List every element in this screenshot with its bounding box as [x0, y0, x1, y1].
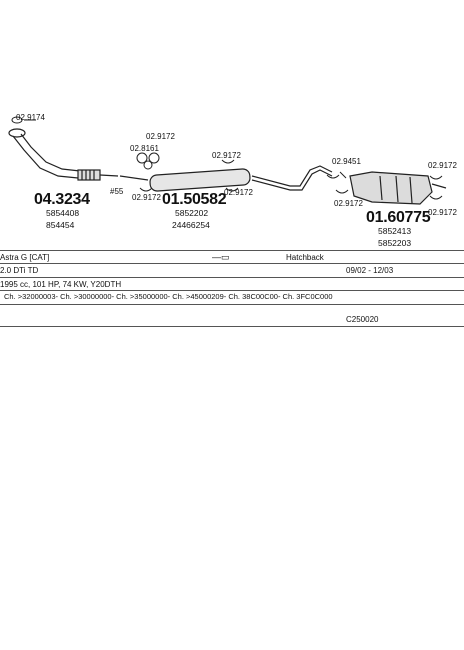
- vehicle-spec: 1995 cc, 101 HP, 74 KW, Y20DTH: [0, 280, 122, 289]
- ref-clamp-mid-a: 02.9172: [146, 132, 175, 141]
- ref-clamp-mid-b: 02.8161: [130, 144, 159, 153]
- middle-silencer-drawing: [119, 165, 333, 192]
- oem-number-front-pipe-1: 5854408: [46, 208, 80, 218]
- ref-hanger-a: 02.9172: [212, 151, 241, 160]
- vehicle-dates: 09/02 - 12/03: [346, 266, 394, 275]
- vehicle-body: Hatchback: [286, 253, 324, 262]
- clamps-drawing: [136, 152, 443, 200]
- car-icon: ―▭: [212, 252, 230, 262]
- part-number-middle-silencer: 01.50582: [162, 191, 227, 208]
- ref-clamp-mid-c: 02.9172: [132, 193, 161, 202]
- catalog-code: C250020: [346, 315, 379, 324]
- ref-gasket-top: 02.9174: [16, 113, 45, 122]
- divider: [0, 277, 464, 278]
- rear-silencer-drawing: [349, 171, 447, 205]
- gasket-drawing: [11, 116, 36, 124]
- oem-number-middle-silencer-1: 5852202: [175, 208, 209, 218]
- oem-number-middle-silencer-2: 24466254: [172, 220, 210, 230]
- ref-hanger-d: 02.9172: [428, 161, 457, 170]
- exhaust-system-drawing: [8, 116, 447, 205]
- ref-pipe-size: #55: [110, 187, 124, 196]
- divider: [0, 304, 464, 305]
- exhaust-diagram: 04.3234 5854408 854454 01.50582 5852202 …: [0, 0, 464, 250]
- oem-number-front-pipe-2: 854454: [46, 220, 75, 230]
- vehicle-engine: 2.0 DTi TD: [0, 266, 39, 275]
- vehicle-model: Astra G [CAT]: [0, 253, 50, 262]
- vehicle-info-table: Astra G [CAT] ―▭ Hatchback 2.0 DTi TD 09…: [0, 250, 464, 650]
- part-number-rear-silencer: 01.60775: [366, 209, 431, 226]
- divider: [0, 290, 464, 291]
- part-number-front-pipe: 04.3234: [34, 191, 90, 208]
- front-pipe-drawing: [8, 128, 119, 181]
- divider: [0, 263, 464, 264]
- ref-hanger-c: 02.9451: [332, 157, 361, 166]
- ref-hanger-f: 02.9172: [334, 199, 363, 208]
- divider: [0, 326, 464, 327]
- vehicle-chassis: Ch. >32000003- Ch. >30000000- Ch. >35000…: [4, 292, 333, 301]
- divider: [0, 250, 464, 251]
- ref-hanger-e: 02.9172: [428, 208, 457, 217]
- oem-number-rear-silencer-2: 5852203: [378, 238, 412, 248]
- oem-number-rear-silencer-1: 5852413: [378, 226, 412, 236]
- ref-hanger-b: 02.9172: [224, 188, 253, 197]
